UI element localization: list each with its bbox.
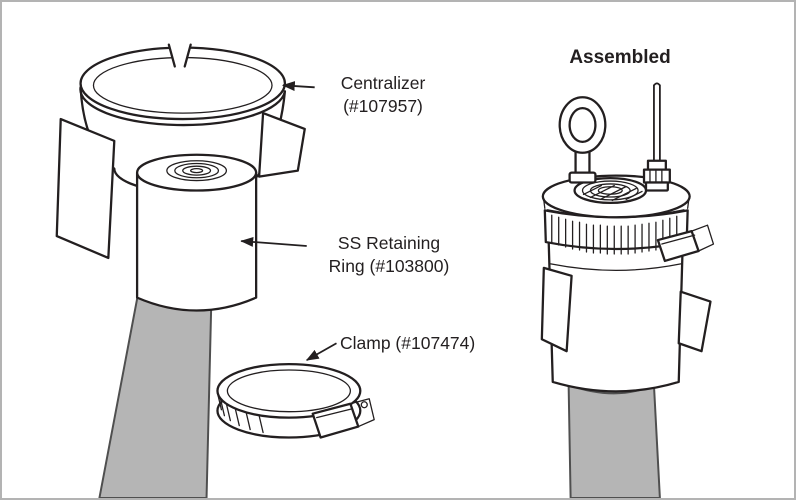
- label-clamp-line1: Clamp (#107474): [340, 333, 476, 353]
- label-centralizer-line2: (#107957): [343, 96, 423, 116]
- tube-fitting-base: [644, 181, 669, 192]
- label-retaining-ring: SS Retaining Ring (#103800): [310, 232, 468, 278]
- arrow-to-retaining-ring: [240, 237, 307, 247]
- label-retaining-ring-line2: Ring (#103800): [328, 256, 450, 276]
- tube-fitting-top-nut: [646, 159, 667, 171]
- well-pipe-left: [98, 291, 213, 498]
- assembled-fin-left: [540, 266, 573, 353]
- callout-arrows: [240, 81, 337, 361]
- assembled-title: Assembled: [569, 47, 671, 68]
- label-retaining-ring-line1: SS Retaining: [337, 233, 441, 253]
- tube-fitting-body: [642, 168, 671, 184]
- label-clamp: Clamp (#107474): [340, 332, 510, 355]
- arrow-to-clamp: [305, 342, 337, 361]
- eye-bolt-nut: [568, 171, 597, 184]
- clamp-drawing: [216, 362, 375, 439]
- assembled-fin-right: [677, 290, 712, 353]
- well-pipe-right: [567, 383, 661, 498]
- assembled-view: [540, 82, 715, 498]
- exploded-view: [55, 43, 375, 498]
- arrow-to-centralizer: [281, 81, 315, 92]
- retaining-ring-drawing: [135, 153, 258, 312]
- eye-bolt: [558, 96, 607, 184]
- vent-tube: [642, 82, 671, 192]
- label-centralizer: Centralizer (#107957): [320, 72, 446, 118]
- assembled-cap: [541, 174, 691, 219]
- label-centralizer-line1: Centralizer: [340, 73, 426, 93]
